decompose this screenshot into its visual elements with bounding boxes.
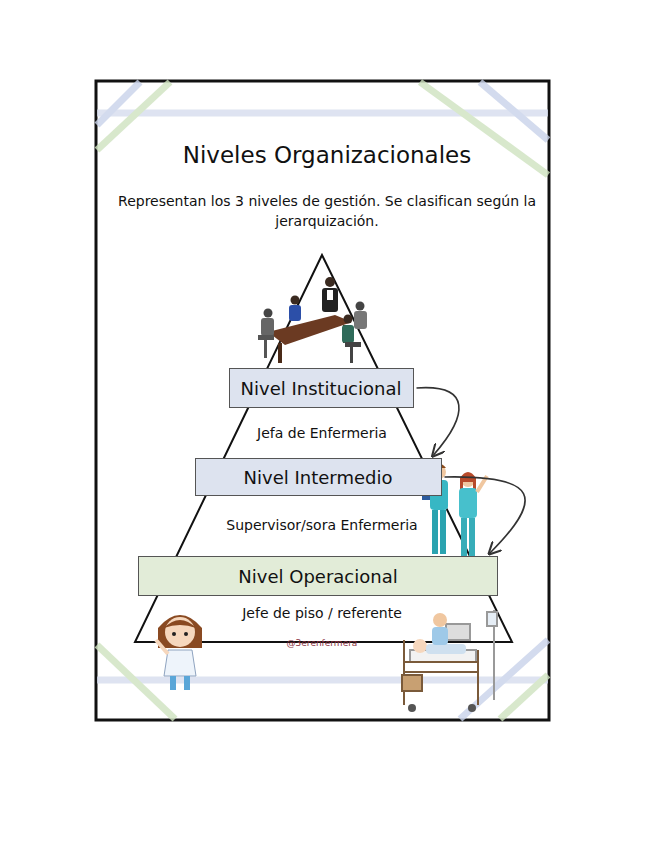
level-name: Nivel Intermedio: [244, 467, 393, 488]
level-name: Nivel Operacional: [238, 566, 397, 587]
watermark: @3erenfermera: [287, 638, 358, 648]
role-label: Supervisor/sora Enfermeria: [226, 517, 417, 533]
level-band: Nivel Operacional: [138, 556, 498, 596]
curved-arrow: [417, 388, 459, 455]
title: Niveles Organizacionales: [183, 142, 471, 168]
role-label: Jefa de Enfermeria: [257, 425, 387, 441]
level-band: Nivel Institucional: [229, 368, 414, 408]
level-name: Nivel Institucional: [241, 378, 402, 399]
role-label: Jefe de piso / referente: [242, 605, 402, 621]
curved-arrow: [445, 477, 526, 553]
level-band: Nivel Intermedio: [195, 458, 442, 496]
subtitle: Representan los 3 niveles de gestión. Se…: [117, 191, 537, 232]
